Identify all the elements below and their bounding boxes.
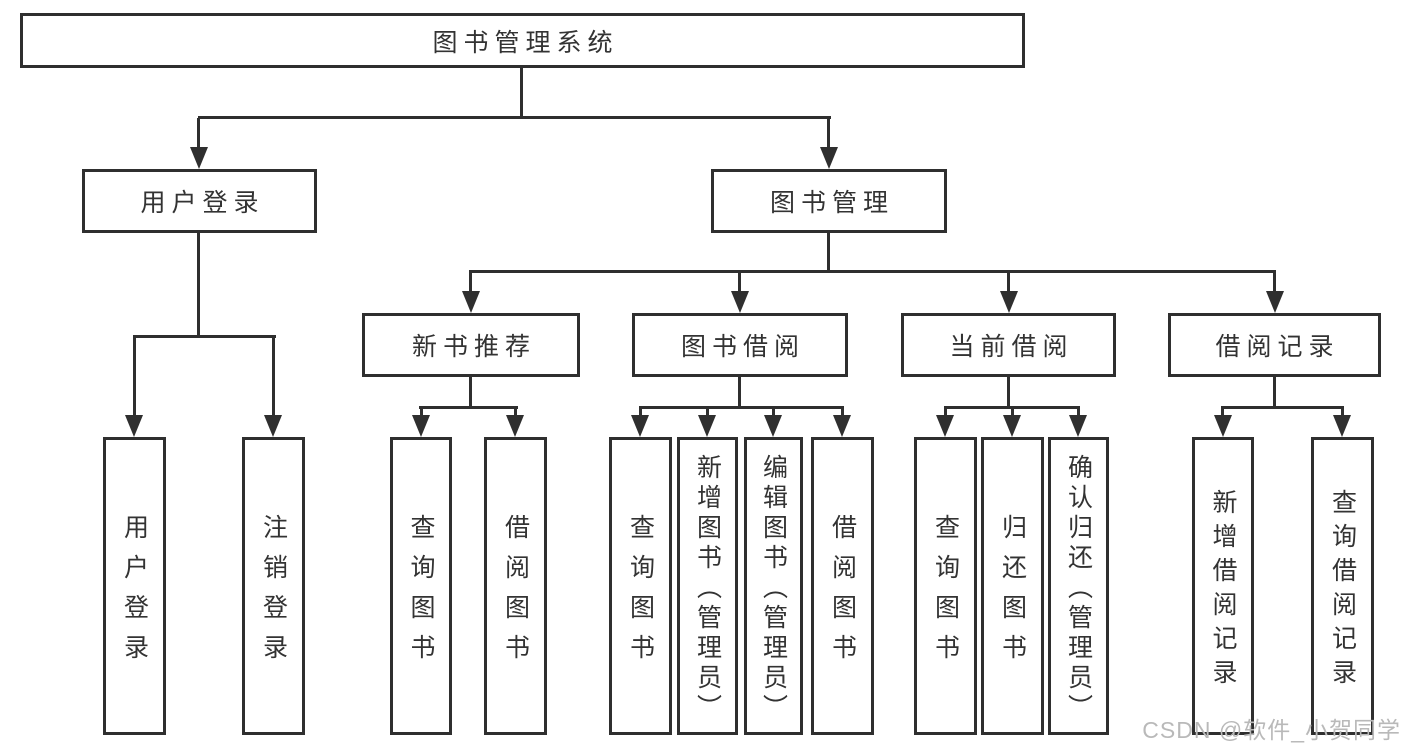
arrow-down-icon <box>833 415 851 437</box>
arrow-down-icon <box>462 291 480 313</box>
node-current-borrowing-label: 当前借阅 <box>949 333 1074 361</box>
connector-line <box>1273 377 1276 408</box>
leaf-add-book-admin: 新增图书（管理员） <box>677 437 738 735</box>
connector-line <box>738 272 741 295</box>
connector-line <box>1341 408 1344 420</box>
connector-line <box>772 408 775 420</box>
connector-line <box>1221 406 1344 409</box>
connector-line <box>1077 408 1080 420</box>
leaf-add-borrow-record-label: 新增借阅记录 <box>1209 488 1237 693</box>
leaf-edit-book-admin: 编辑图书（管理员） <box>744 437 803 735</box>
connector-line <box>639 408 642 420</box>
node-book-management: 图书管理 <box>711 169 947 233</box>
arrow-down-icon <box>1003 415 1021 437</box>
connector-line <box>944 408 947 420</box>
connector-line <box>1007 272 1010 295</box>
leaf-query-borrow-record-label: 查询借阅记录 <box>1328 488 1357 693</box>
leaf-return-books: 归还图书 <box>981 437 1044 735</box>
arrow-down-icon <box>764 415 782 437</box>
connector-line <box>520 68 523 118</box>
node-new-book-recommendation-label: 新书推荐 <box>411 333 536 361</box>
node-user-login-label: 用户登录 <box>140 189 265 217</box>
leaf-edit-book-admin-label: 编辑图书（管理员） <box>759 453 788 724</box>
leaf-borrow-books-recommend-label: 借阅图书 <box>501 513 530 674</box>
connector-line <box>420 408 423 420</box>
leaf-query-books-borrowing-label: 查询图书 <box>626 513 655 674</box>
arrow-down-icon <box>190 147 208 169</box>
node-user-login: 用户登录 <box>82 169 317 233</box>
connector-line <box>197 118 200 149</box>
node-new-book-recommendation: 新书推荐 <box>362 313 580 377</box>
root-node-library-system: 图书管理系统 <box>20 13 1025 68</box>
arrow-down-icon <box>412 415 430 437</box>
node-book-borrowing-label: 图书借阅 <box>680 333 805 361</box>
leaf-query-books-borrowing: 查询图书 <box>609 437 672 735</box>
connector-line <box>197 233 200 337</box>
connector-line <box>469 270 1276 273</box>
node-borrowing-records-label: 借阅记录 <box>1215 333 1340 361</box>
leaf-return-books-label: 归还图书 <box>998 513 1027 674</box>
csdn-watermark: CSDN @软件_小贺同学 <box>1142 717 1401 743</box>
leaf-user-login: 用户登录 <box>103 437 166 735</box>
node-book-management-label: 图书管理 <box>769 189 894 217</box>
connector-line <box>944 406 1080 409</box>
connector-line <box>514 408 517 420</box>
arrow-down-icon <box>936 415 954 437</box>
arrow-down-icon <box>264 415 282 437</box>
node-current-borrowing: 当前借阅 <box>901 313 1116 377</box>
connector-line <box>639 406 844 409</box>
arrow-down-icon <box>698 415 716 437</box>
connector-line <box>841 408 844 420</box>
arrow-down-icon <box>1069 415 1087 437</box>
connector-line <box>738 377 741 408</box>
arrow-down-icon <box>1000 291 1018 313</box>
arrow-down-icon <box>731 291 749 313</box>
connector-line <box>706 408 709 420</box>
leaf-query-borrow-record: 查询借阅记录 <box>1311 437 1374 735</box>
arrow-down-icon <box>1333 415 1351 437</box>
connector-line <box>419 406 518 409</box>
node-book-borrowing: 图书借阅 <box>632 313 848 377</box>
leaf-logout: 注销登录 <box>242 437 305 735</box>
leaf-borrow-books-borrowing-label: 借阅图书 <box>828 513 857 674</box>
connector-line <box>1007 377 1010 408</box>
arrow-down-icon <box>1266 291 1284 313</box>
connector-line <box>133 335 276 338</box>
leaf-add-borrow-record: 新增借阅记录 <box>1192 437 1254 735</box>
leaf-query-books-current-label: 查询图书 <box>931 513 960 674</box>
connector-line <box>1273 272 1276 295</box>
connector-line <box>272 337 275 418</box>
arrow-down-icon <box>820 147 838 169</box>
leaf-confirm-return-admin: 确认归还（管理员） <box>1048 437 1109 735</box>
connector-line <box>1221 408 1224 420</box>
leaf-user-login-label: 用户登录 <box>120 513 149 674</box>
connector-line <box>469 377 472 408</box>
leaf-query-books-recommend: 查询图书 <box>390 437 452 735</box>
leaf-confirm-return-admin-label: 确认归还（管理员） <box>1064 453 1093 724</box>
leaf-borrow-books-recommend: 借阅图书 <box>484 437 547 735</box>
arrow-down-icon <box>506 415 524 437</box>
connector-line <box>198 116 831 119</box>
leaf-query-books-recommend-label: 查询图书 <box>407 513 435 674</box>
connector-line <box>469 272 472 295</box>
connector-line <box>1011 408 1014 420</box>
arrow-down-icon <box>1214 415 1232 437</box>
leaf-query-books-current: 查询图书 <box>914 437 977 735</box>
leaf-logout-label: 注销登录 <box>259 513 288 674</box>
arrow-down-icon <box>631 415 649 437</box>
root-node-label: 图书管理系统 <box>432 28 619 57</box>
node-borrowing-records: 借阅记录 <box>1168 313 1381 377</box>
connector-line <box>133 337 136 418</box>
connector-line <box>827 118 830 149</box>
arrow-down-icon <box>125 415 143 437</box>
leaf-add-book-admin-label: 新增图书（管理员） <box>693 453 722 724</box>
connector-line <box>827 233 830 272</box>
leaf-borrow-books-borrowing: 借阅图书 <box>811 437 874 735</box>
